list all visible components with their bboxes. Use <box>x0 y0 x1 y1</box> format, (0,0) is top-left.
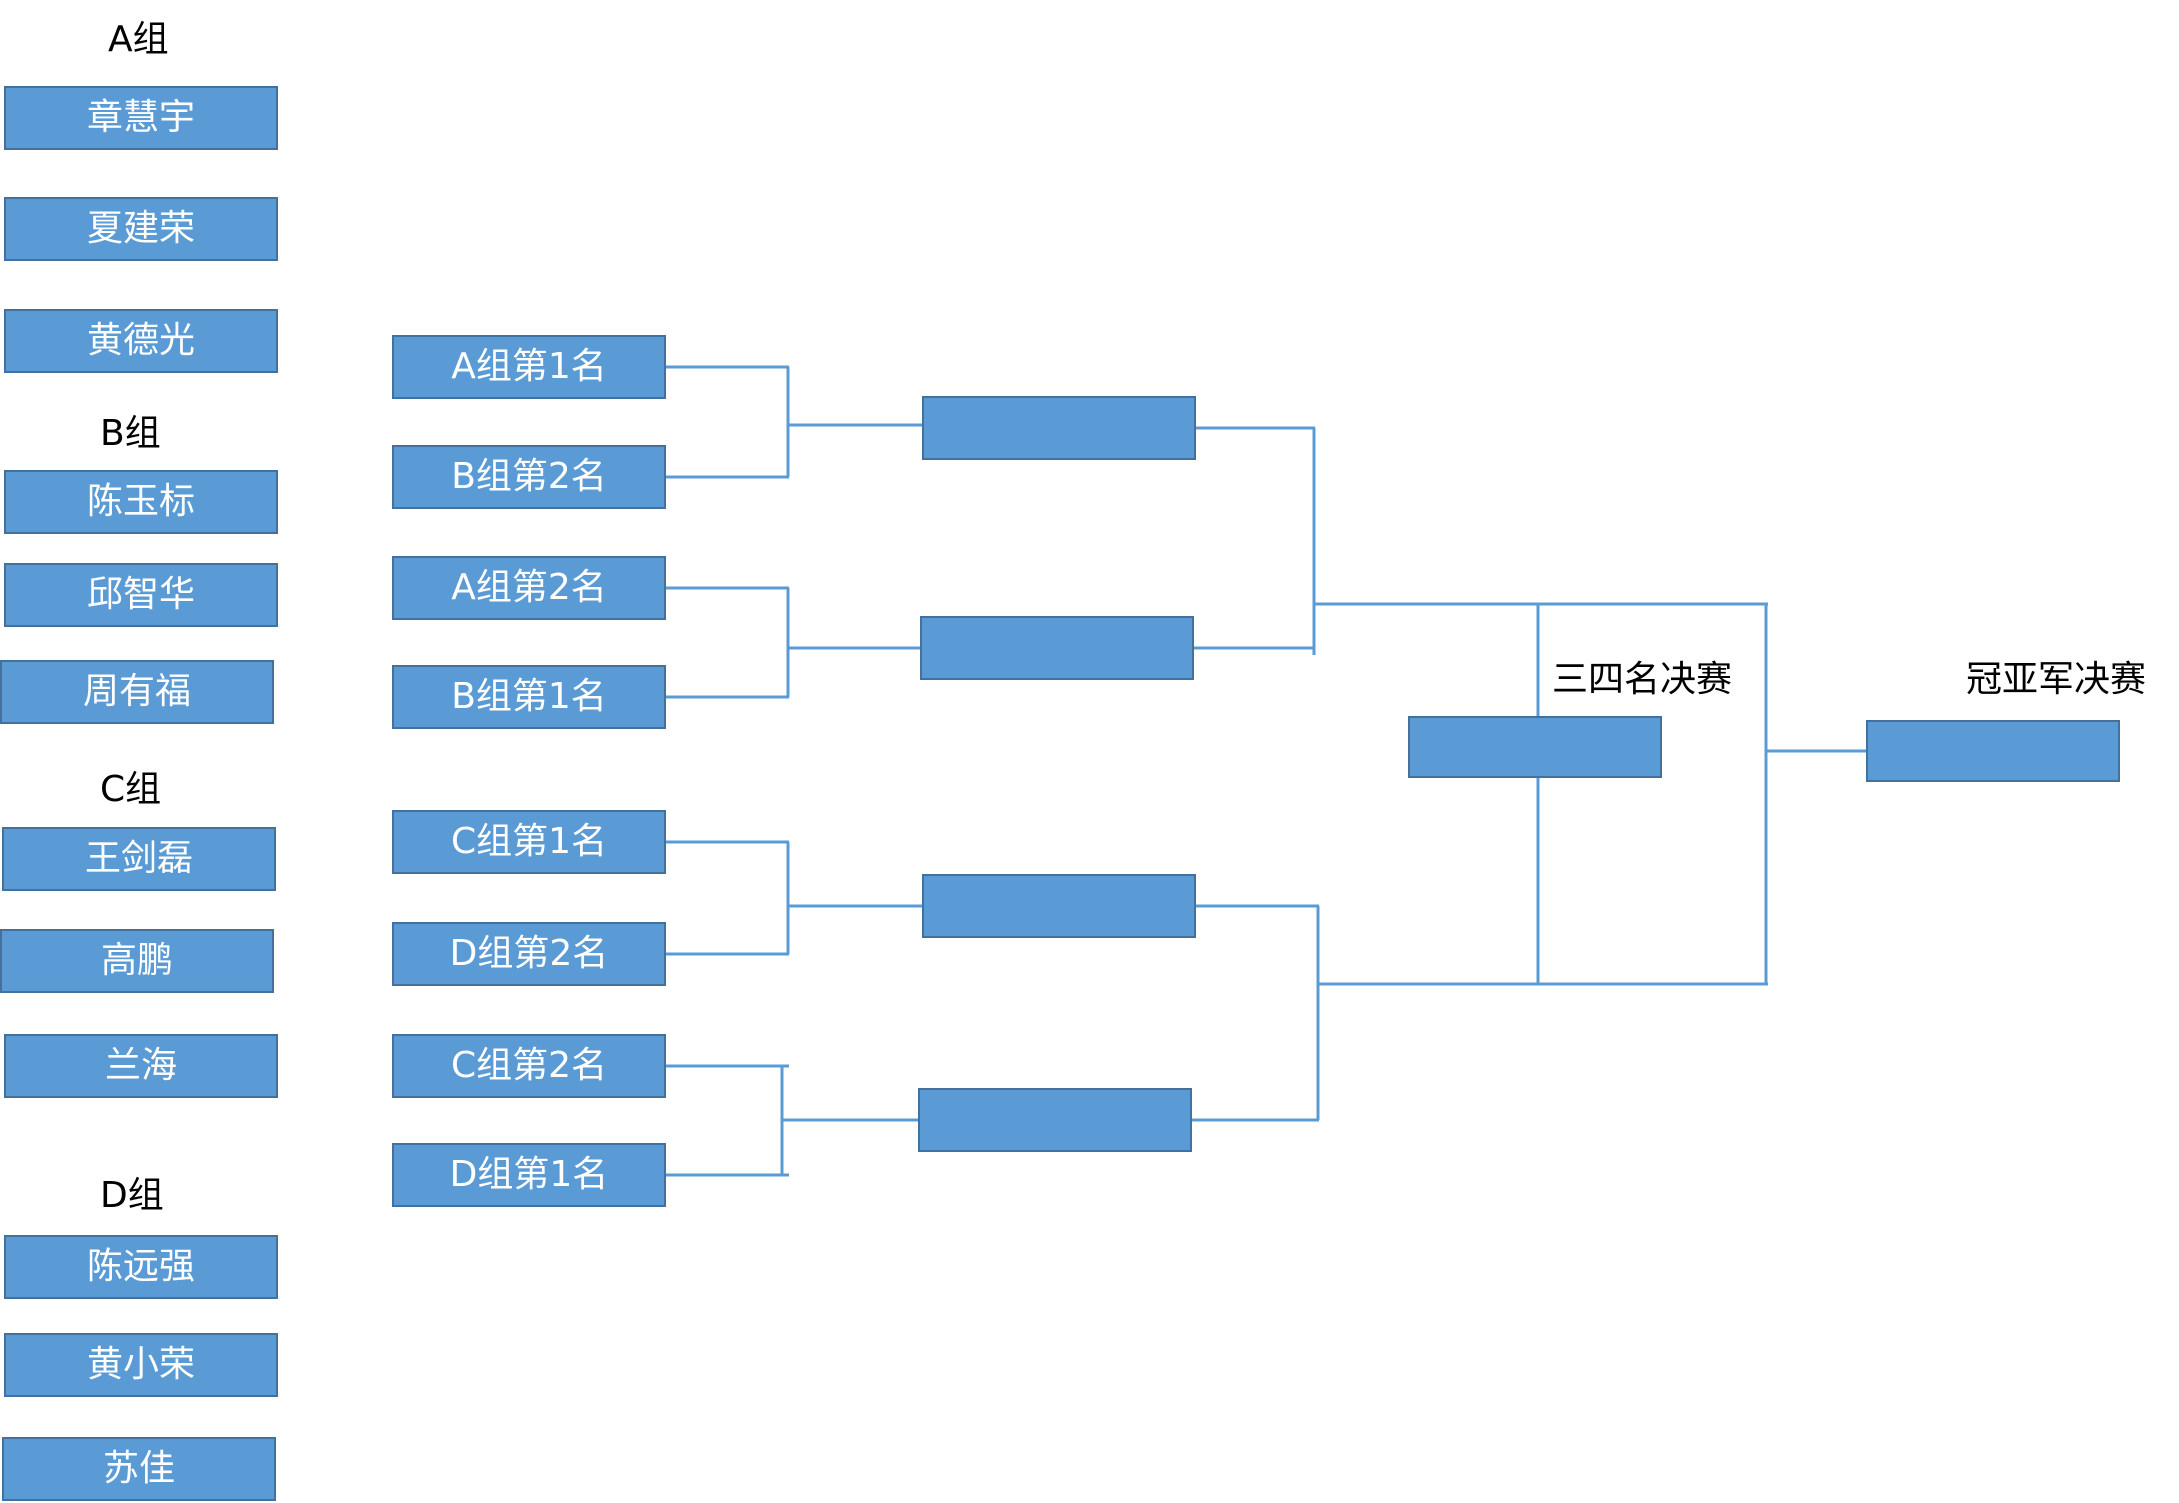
semifinal-slot <box>920 616 1194 680</box>
player-box: 陈远强 <box>4 1235 278 1299</box>
player-box: 陈玉标 <box>4 470 278 534</box>
player-box: 王剑磊 <box>2 827 276 891</box>
player-box: 高鹏 <box>0 929 274 993</box>
quarterfinal-slot: B组第1名 <box>392 665 666 729</box>
quarterfinal-slot: A组第1名 <box>392 335 666 399</box>
quarterfinal-slot: C组第1名 <box>392 810 666 874</box>
quarterfinal-slot: C组第2名 <box>392 1034 666 1098</box>
quarterfinal-slot: A组第2名 <box>392 556 666 620</box>
semifinal-slot <box>918 1088 1192 1152</box>
semifinal-slot <box>922 874 1196 938</box>
player-box: 黄小荣 <box>4 1333 278 1397</box>
quarterfinal-slot: D组第1名 <box>392 1143 666 1207</box>
third-place-slot <box>1408 716 1662 778</box>
final-slot <box>1866 720 2120 782</box>
final-label: 冠亚军决赛 <box>1966 659 2147 700</box>
player-box: 周有福 <box>0 660 274 724</box>
player-box: 章慧宇 <box>4 86 278 150</box>
semifinal-slot <box>922 396 1196 460</box>
group-d-label: D组 <box>100 1175 164 1216</box>
player-box: 夏建荣 <box>4 197 278 261</box>
group-b-label: B组 <box>100 413 161 454</box>
quarterfinal-slot: B组第2名 <box>392 445 666 509</box>
player-box: 苏佳 <box>2 1437 276 1501</box>
player-box: 邱智华 <box>4 563 278 627</box>
group-a-label: A组 <box>108 19 169 60</box>
player-box: 黄德光 <box>4 309 278 373</box>
group-c-label: C组 <box>100 769 162 810</box>
third-place-label: 三四名决赛 <box>1552 659 1733 700</box>
player-box: 兰海 <box>4 1034 278 1098</box>
quarterfinal-slot: D组第2名 <box>392 922 666 986</box>
